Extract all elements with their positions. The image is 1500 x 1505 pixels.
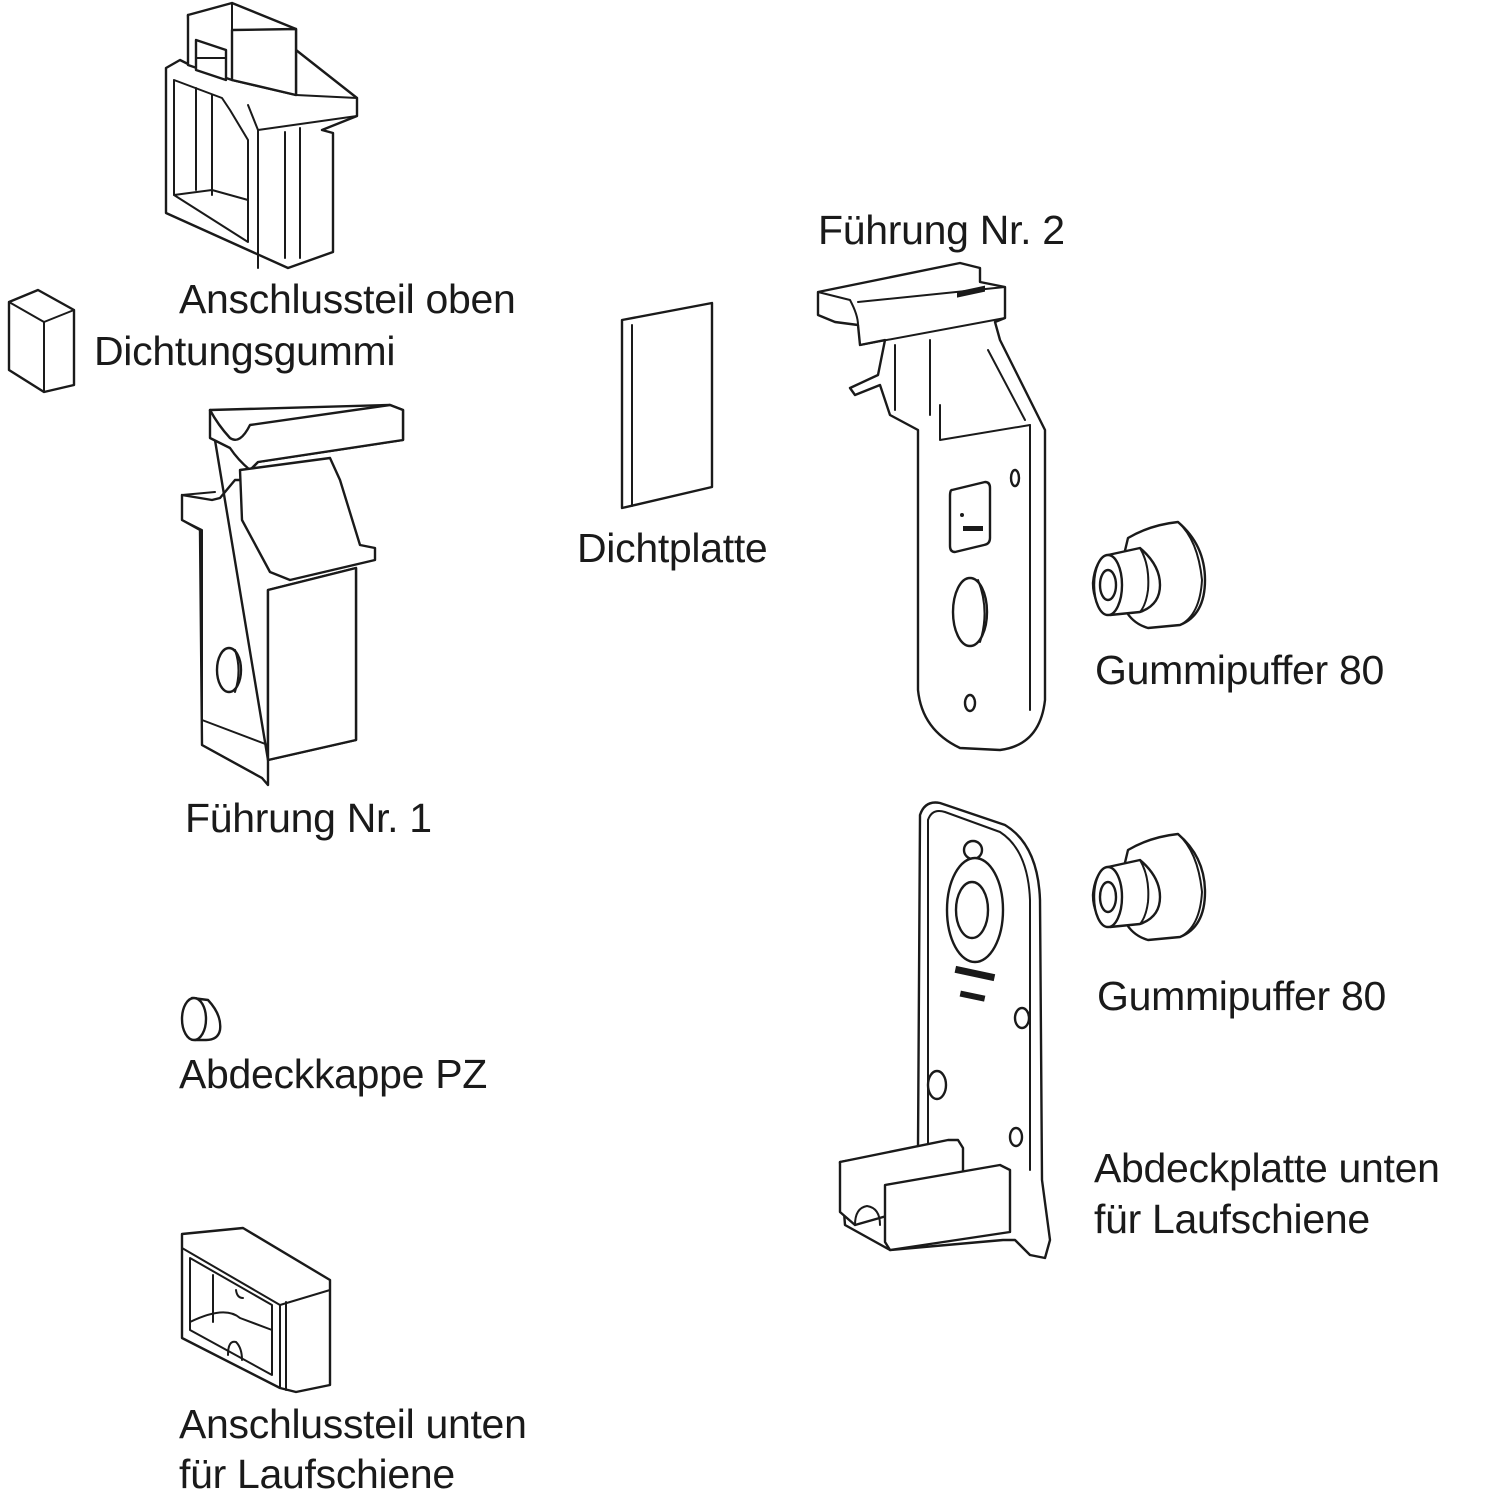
anschlussteil-unten-drawing (180, 1226, 332, 1394)
abdeckkappe-pz-drawing (180, 996, 222, 1042)
fuehrung-nr-2-drawing (816, 261, 1047, 752)
label-dichtplatte: Dichtplatte (577, 525, 768, 571)
label-anschlussteil-unten-line2: für Laufschiene (179, 1451, 455, 1497)
label-anschlussteil-oben: Anschlussteil oben (179, 276, 516, 322)
label-gummipuffer-80-b: Gummipuffer 80 (1097, 973, 1387, 1019)
gummipuffer-80-a-drawing (1091, 520, 1207, 630)
fuehrung-nr-1-drawing (180, 403, 405, 787)
label-fuehrung-nr-1: Führung Nr. 1 (185, 795, 432, 841)
anschlussteil-oben-drawing (164, 1, 359, 270)
dichtungsgummi-drawing (7, 288, 76, 394)
label-anschlussteil-unten-line1: Anschlussteil unten (179, 1401, 527, 1447)
abdeckplatte-unten-drawing (838, 801, 1052, 1260)
label-abdeckplatte-unten-line2: für Laufschiene (1094, 1196, 1370, 1242)
label-fuehrung-nr-2: Führung Nr. 2 (818, 207, 1065, 253)
label-abdeckkappe-pz: Abdeckkappe PZ (179, 1051, 488, 1097)
gummipuffer-80-b-drawing (1091, 832, 1207, 942)
dichtplatte-drawing (620, 301, 714, 510)
label-abdeckplatte-unten-line1: Abdeckplatte unten (1094, 1145, 1440, 1191)
label-gummipuffer-80-a: Gummipuffer 80 (1095, 647, 1385, 693)
label-dichtungsgummi: Dichtungsgummi (94, 328, 396, 374)
